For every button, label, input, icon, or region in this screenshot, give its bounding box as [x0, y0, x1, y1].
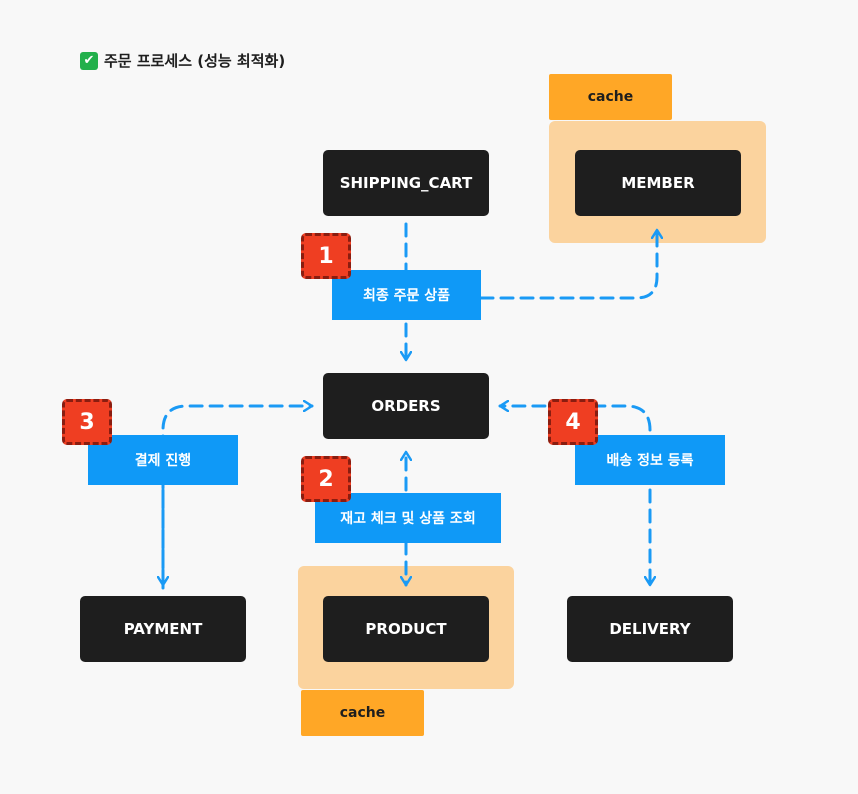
payment-node: PAYMENT [80, 596, 246, 662]
payment-process-label: 결제 진행 [88, 435, 238, 485]
delivery-register-label: 배송 정보 등록 [575, 435, 725, 485]
arrow-to-member [479, 228, 657, 300]
diagram-title: ✔ 주문 프로세스 (성능 최적화) [80, 50, 285, 71]
step-badge-2: 2 [301, 456, 351, 502]
step-badge-1: 1 [301, 233, 351, 279]
product-node: PRODUCT [323, 596, 489, 662]
step-badge-3: 3 [62, 399, 112, 445]
arrow-to-orders-from-delivery [498, 406, 652, 472]
delivery-node: DELIVERY [567, 596, 733, 662]
shipping-cart-node: SHIPPING_CART [323, 150, 489, 216]
step-badge-4: 4 [548, 399, 598, 445]
orders-node: ORDERS [323, 373, 489, 439]
check-mark-icon: ✔ [80, 51, 98, 70]
member-node: MEMBER [575, 150, 741, 216]
product-cache-tag: cache [301, 690, 424, 736]
member-cache-tag: cache [549, 74, 672, 120]
diagram-title-text: 주문 프로세스 (성능 최적화) [104, 52, 286, 70]
final-order-items-label: 최종 주문 상품 [332, 270, 481, 320]
arrow-to-orders-from-payment [161, 406, 314, 590]
